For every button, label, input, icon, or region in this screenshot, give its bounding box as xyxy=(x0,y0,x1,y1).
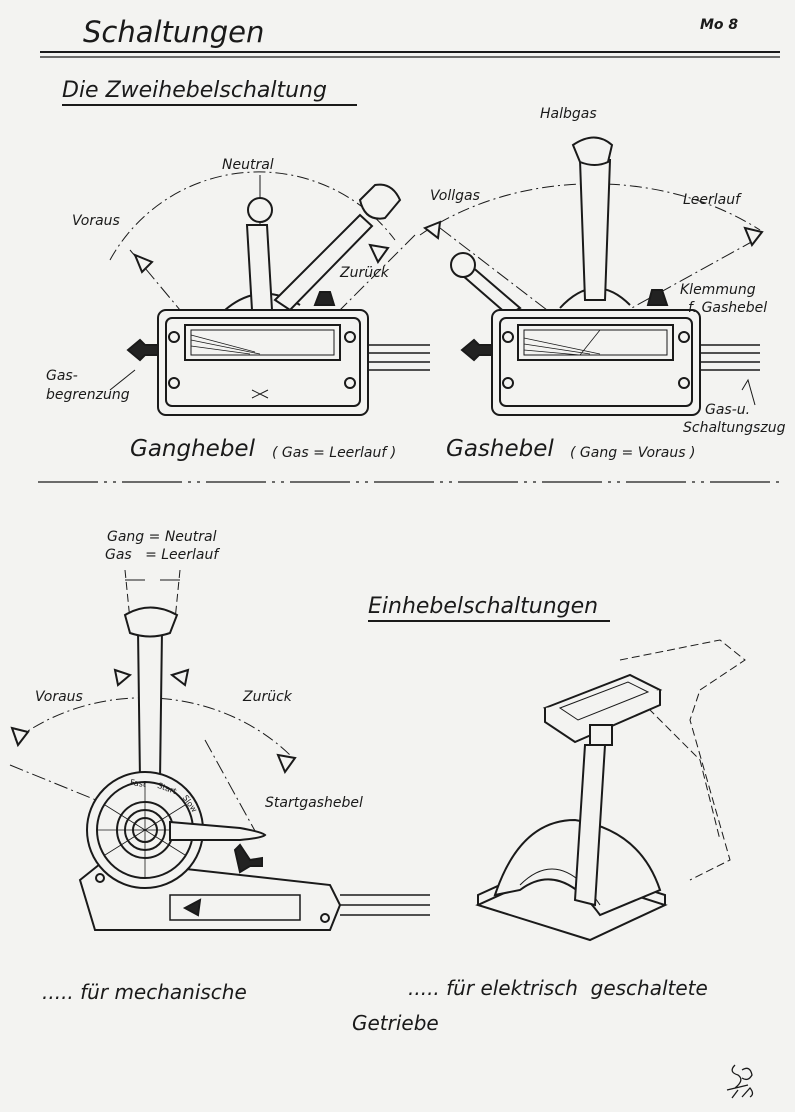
label-neutral: Neutral xyxy=(222,157,274,173)
einhebel-mechanisch-unit xyxy=(9,569,430,931)
ganghebel-unit xyxy=(109,171,430,416)
label-startgashebel: Startgashebel xyxy=(265,795,363,811)
caption-mechanisch: ..... für mechanische xyxy=(42,980,247,1004)
label-gas: Gas- xyxy=(46,368,78,384)
label-gang-neutral: Gang = Neutral xyxy=(107,529,217,545)
label-gas-u: Gas-u. xyxy=(705,402,751,418)
label-klemmung: Klemmung xyxy=(680,282,756,298)
caption-gashebel: Gashebel xyxy=(446,436,554,462)
page-title: Schaltungen xyxy=(83,15,265,49)
label-gas-leerlauf: Gas = Leerlauf xyxy=(105,547,219,563)
einhebel-elektrisch-unit xyxy=(475,639,746,942)
signature xyxy=(726,1064,754,1099)
caption-ganghebel: Ganghebel xyxy=(130,436,255,462)
label-f-gashebel: f. Gashebel xyxy=(688,300,768,316)
label-schaltungszug: Schaltungszug xyxy=(683,420,786,436)
label-begrenzung: begrenzung xyxy=(46,387,130,403)
section-title-zweihebel: Die Zweihebelschaltung xyxy=(62,80,357,106)
caption-ganghebel-note: ( Gas = Leerlauf ) xyxy=(272,445,397,461)
label-voraus: Voraus xyxy=(72,213,120,229)
caption-gashebel-note: ( Gang = Voraus ) xyxy=(570,445,696,461)
label-halbgas: Halbgas xyxy=(540,106,597,122)
label-zurueck: Zurück xyxy=(340,265,389,281)
label-vollgas: Vollgas xyxy=(430,188,480,204)
sheet-code: Mo 8 xyxy=(700,17,739,33)
gashebel-unit xyxy=(419,136,764,416)
section-title-einhebel: Einhebelschaltungen xyxy=(368,596,611,622)
caption-elektrisch: ..... für elektrisch geschaltete xyxy=(408,976,708,1000)
label-voraus-2: Voraus xyxy=(35,689,83,705)
label-zurueck-2: Zurück xyxy=(243,689,292,705)
label-leerlauf: Leerlauf xyxy=(683,192,741,208)
caption-getriebe: Getriebe xyxy=(352,1011,439,1035)
